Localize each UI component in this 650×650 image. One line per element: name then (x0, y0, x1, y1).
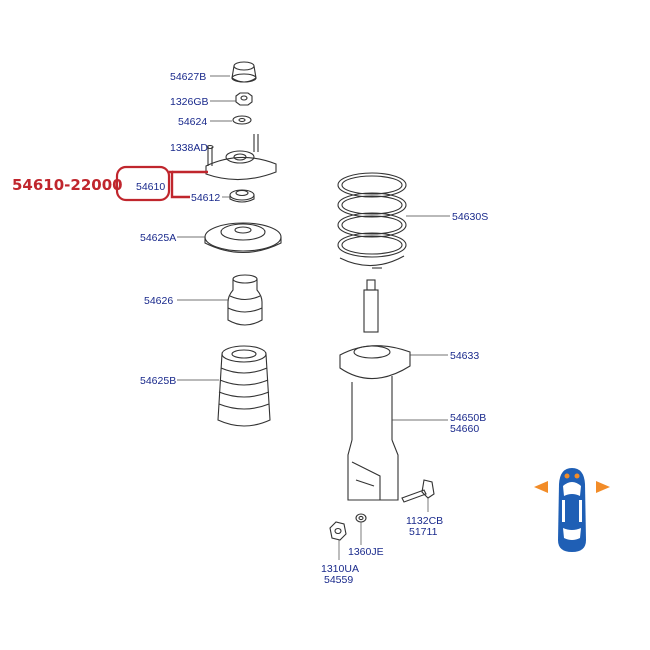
arrow-right-icon (596, 481, 610, 493)
label-54633: 54633 (450, 350, 479, 362)
part-54630S-coil-spring (337, 172, 407, 269)
label-1326GB: 1326GB (170, 96, 209, 108)
label-54559: 54559 (324, 574, 353, 586)
label-54625A: 54625A (140, 232, 176, 244)
part-54610-strut-mount (205, 134, 277, 181)
label-54650B: 54650B (450, 412, 486, 424)
label-54660: 54660 (450, 423, 479, 435)
part-54625B-dust-boot (217, 345, 271, 427)
part-1310UA-nut (329, 521, 347, 541)
part-1326GB-nut (235, 92, 253, 106)
part-54624-washer (232, 115, 252, 125)
label-1310UA: 1310UA (321, 563, 359, 575)
leader-lines (177, 75, 450, 560)
part-strut-assembly (339, 279, 411, 501)
highlight-part-number: 54610-22000 (12, 176, 123, 194)
part-54626-bump-stop (227, 274, 263, 326)
part-1132CB-bolt (401, 479, 435, 503)
arrow-left-icon (534, 481, 548, 493)
part-54625A-spring-pad (204, 222, 282, 254)
part-1360JE-washer (355, 513, 367, 523)
label-54610: 54610 (136, 181, 165, 193)
part-54627B-cap (231, 61, 257, 83)
label-54630S: 54630S (452, 211, 488, 223)
highlight-connector (169, 170, 190, 199)
label-54627B: 54627B (170, 71, 206, 83)
label-1338AD: 1338AD (170, 142, 208, 154)
car-top-view-icon (534, 468, 610, 552)
label-54612: 54612 (191, 192, 220, 204)
label-54626: 54626 (144, 295, 173, 307)
label-54625B: 54625B (140, 375, 176, 387)
label-1360JE: 1360JE (348, 546, 384, 558)
highlight-position-dot (564, 473, 570, 479)
label-51711: 51711 (409, 526, 438, 538)
label-54624: 54624 (178, 116, 207, 128)
highlight-box (115, 165, 171, 202)
part-54612-bearing (229, 189, 255, 203)
label-1132CB: 1132CB (406, 515, 443, 527)
